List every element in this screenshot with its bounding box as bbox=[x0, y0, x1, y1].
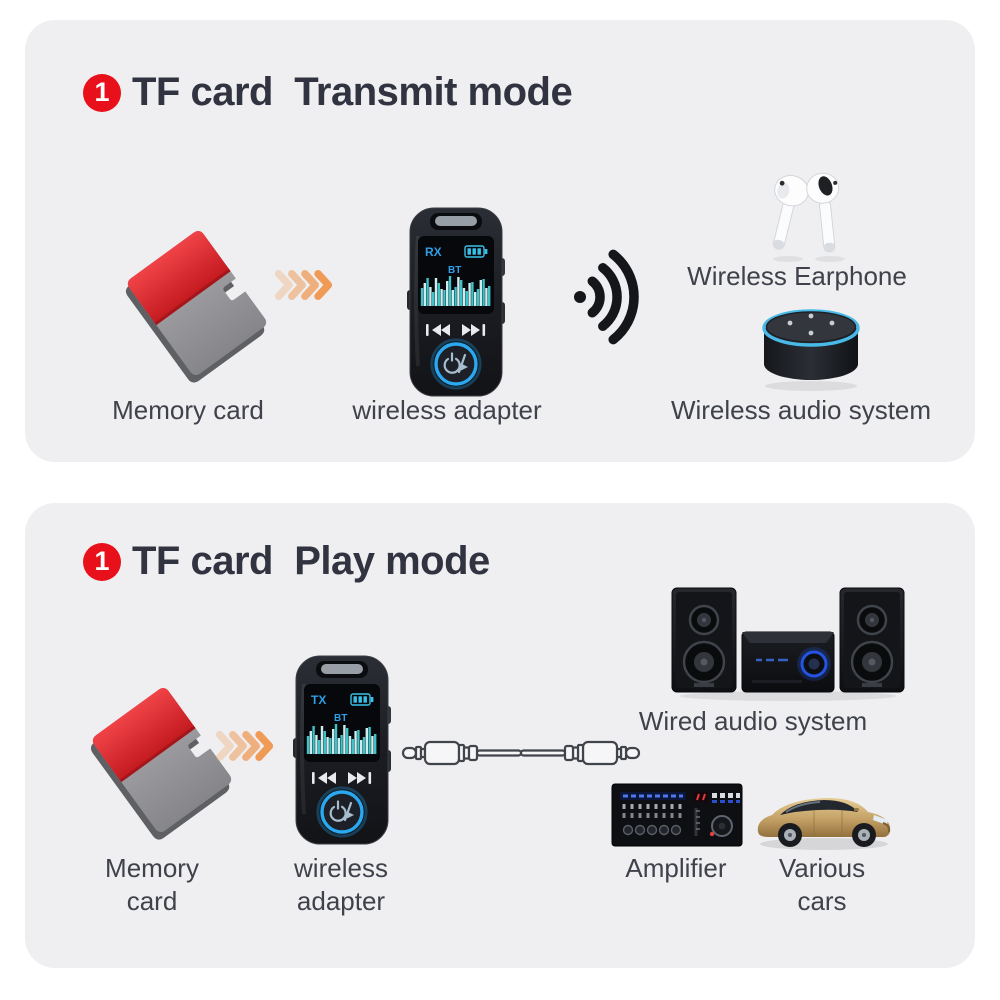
right-plug bbox=[519, 740, 641, 766]
airpods-icon bbox=[748, 158, 863, 266]
receiver bbox=[741, 631, 835, 693]
battery-icon bbox=[350, 693, 374, 706]
car-icon bbox=[752, 770, 897, 855]
next-button-icon bbox=[348, 772, 372, 784]
audio-system-label: Wireless audio system bbox=[670, 395, 932, 425]
next-button-icon bbox=[462, 324, 486, 336]
panel2-title-row: 1 TF card Play mode bbox=[83, 539, 490, 584]
echo-dot-icon bbox=[756, 306, 866, 396]
amplifier-label: Amplifier bbox=[625, 853, 727, 883]
power-button-icon bbox=[316, 786, 368, 838]
wireless-adapter-icon: TX BT bbox=[293, 654, 391, 846]
page-title: TF card Transmit mode bbox=[132, 70, 573, 114]
bt-text: BT bbox=[448, 265, 461, 276]
wired-system-label: Wired audio system bbox=[638, 706, 868, 736]
wireless-adapter-icon: RX BT bbox=[407, 206, 505, 398]
battery-icon bbox=[464, 245, 488, 258]
memory-card-icon bbox=[87, 685, 237, 840]
wireless-signal-icon bbox=[572, 245, 662, 349]
spectrum-bars bbox=[420, 276, 491, 306]
speakers-icon bbox=[668, 586, 908, 704]
adapter-label: wireless adapter bbox=[352, 395, 542, 425]
memory-card-label: Memory card bbox=[105, 853, 199, 916]
left-plug bbox=[401, 740, 523, 766]
panel-transmit-mode: 1 TF card Transmit mode bbox=[25, 20, 975, 462]
panel-play-mode: 1 TF card Play mode bbox=[25, 503, 975, 968]
memory-card-icon bbox=[122, 228, 272, 383]
panel1-title-row: 1 TF card Transmit mode bbox=[83, 70, 573, 115]
forward-arrows-icon bbox=[274, 265, 334, 305]
prev-button-icon bbox=[312, 772, 336, 784]
prev-button-icon bbox=[426, 324, 450, 336]
adapter-label: wireless adapter bbox=[294, 853, 388, 916]
step-badge: 1 bbox=[83, 542, 121, 581]
left-speaker bbox=[671, 587, 737, 693]
bt-text: BT bbox=[334, 713, 347, 724]
amplifier-icon bbox=[611, 783, 743, 847]
forward-arrows-icon bbox=[215, 726, 275, 766]
step-badge: 1 bbox=[83, 73, 121, 112]
earphone-label: Wireless Earphone bbox=[687, 261, 907, 291]
memory-card-label: Memory card bbox=[112, 395, 264, 425]
screen-mode-text: TX bbox=[311, 693, 326, 707]
page-title: TF card Play mode bbox=[132, 539, 490, 583]
screen-mode-text: RX bbox=[425, 245, 442, 259]
cars-label: Various cars bbox=[778, 853, 866, 916]
aux-cable-icon bbox=[401, 727, 641, 779]
power-button-icon bbox=[430, 338, 482, 390]
spectrum-bars bbox=[306, 724, 377, 754]
right-speaker bbox=[839, 587, 905, 693]
